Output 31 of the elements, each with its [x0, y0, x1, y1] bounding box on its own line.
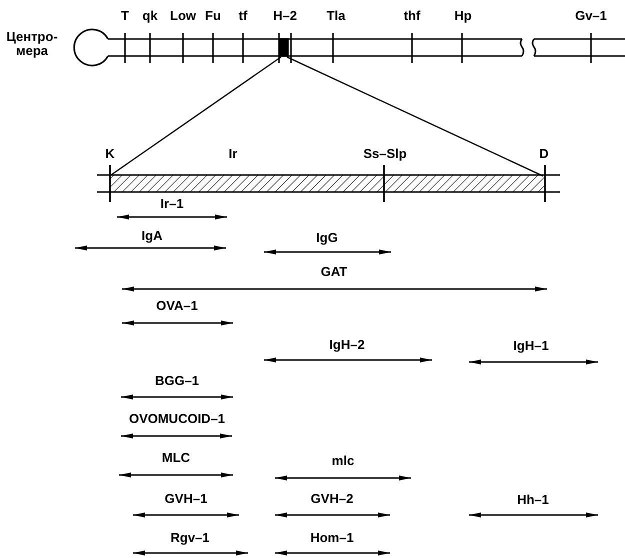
locus-label: Hp	[454, 8, 472, 23]
trait-label: IgH–2	[329, 337, 365, 352]
locus-label: Gv–1	[575, 8, 607, 23]
locus-label: D	[539, 146, 549, 161]
locus-label: qk	[142, 8, 158, 23]
trait-label: Hom–1	[310, 530, 354, 545]
locus-label: K	[105, 146, 115, 161]
locus-label: Fu	[205, 8, 221, 23]
locus-label: thf	[404, 8, 420, 23]
trait-label: OVOMUCOID–1	[128, 411, 226, 426]
trait-label: GVH–1	[164, 491, 208, 506]
locus-label: Low	[170, 8, 196, 23]
trait-label: MLC	[162, 450, 190, 465]
trait-label: Rgv–1	[170, 530, 210, 545]
trait-label: mlc	[332, 453, 354, 468]
locus-label: tf	[238, 8, 248, 23]
locus-label: H–2	[273, 8, 297, 23]
trait-label: OVA–1	[156, 298, 198, 313]
trait-label: GVH–2	[310, 491, 354, 506]
trait-label: IgA	[142, 228, 162, 243]
trait-label: Hh–1	[517, 492, 549, 507]
trait-label: IgG	[316, 230, 338, 245]
trait-label: Ir–1	[160, 196, 184, 211]
locus-label: T	[121, 8, 129, 23]
locus-label: Tla	[326, 8, 346, 23]
locus-label: Ir	[228, 146, 238, 161]
locus-label: Ss–Slp	[363, 146, 407, 161]
trait-label: IgH–1	[513, 338, 549, 353]
trait-label: GAT	[320, 264, 348, 279]
centromere-label: Центро- мера	[5, 30, 59, 58]
trait-label: BGG–1	[154, 373, 200, 388]
